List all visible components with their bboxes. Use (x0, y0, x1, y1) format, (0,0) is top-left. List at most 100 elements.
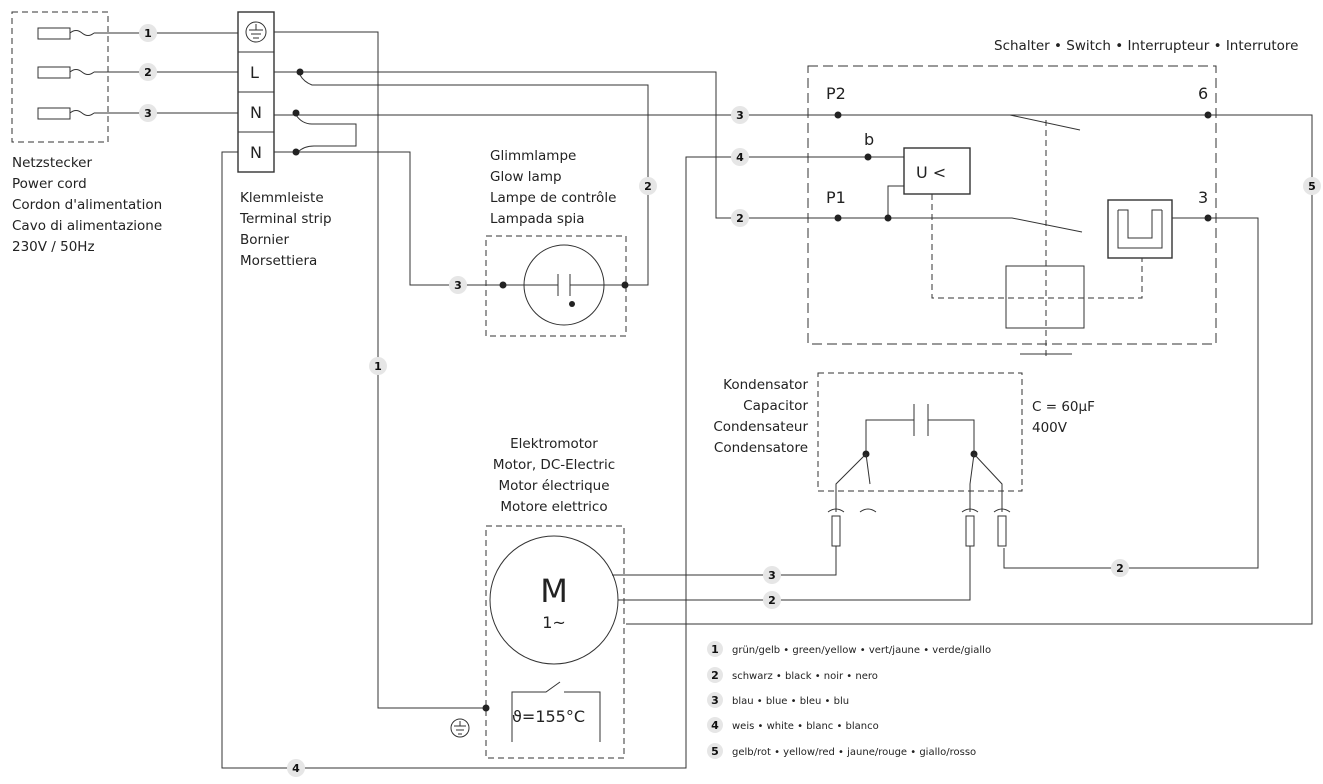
wire-badge-bottom4: 4 (287, 759, 305, 777)
capacitor-value: C = 60µF (1032, 399, 1095, 415)
wire-badge-vert1: 1 (369, 357, 387, 375)
glow-lamp-box (485, 235, 627, 337)
terminal-n1: N (250, 103, 262, 122)
svg-text:grün/gelb • green/yellow • ver: grün/gelb • green/yellow • vert/jaune • … (732, 645, 991, 656)
legend-item: 4 weis • white • blanc • blanco (707, 717, 879, 733)
svg-text:1: 1 (711, 643, 719, 656)
power-cord-rating: 230V / 50Hz (12, 239, 95, 255)
capacitor-label-de: Kondensator (723, 377, 808, 393)
svg-text:2: 2 (711, 669, 719, 682)
capacitor: Kondensator Capacitor Condensateur Conde… (713, 372, 1095, 547)
connector-3 (961, 508, 979, 547)
wire-badge-vert2: 2 (639, 177, 657, 195)
wire-yellow-red (626, 114, 1313, 625)
glow-lamp: Glimmlampe Glow lamp Lampe de contrôle L… (485, 148, 629, 337)
svg-text:1: 1 (374, 360, 382, 373)
switch-actuator (1005, 265, 1085, 329)
terminal-strip: L N N Klemmleiste Terminal strip Bornier… (237, 11, 332, 269)
terminal-l: L (250, 63, 259, 82)
undervoltage-relay-label: U < (916, 163, 946, 182)
terminal-strip-label-de: Klemmleiste (240, 190, 324, 206)
wire-out3-cap (1003, 217, 1259, 569)
power-cord-label-it: Cavo di alimentazione (12, 218, 162, 234)
legend-item: 3 blau • blue • bleu • blu (707, 692, 849, 708)
power-cord-box (11, 11, 109, 143)
wire-live-lamp (299, 74, 649, 286)
svg-text:2: 2 (1116, 562, 1124, 575)
switch-6-label: 6 (1198, 84, 1208, 103)
wire-badge-cap2: 2 (1111, 559, 1129, 577)
switch-title: Schalter • Switch • Interrupteur • Inter… (994, 38, 1299, 54)
thermal-cutout-icon (511, 681, 601, 742)
svg-text:4: 4 (736, 151, 744, 164)
terminal-strip-label-en: Terminal strip (239, 211, 332, 227)
terminal-n2: N (250, 143, 262, 162)
terminal-strip-label-it: Morsettiera (240, 253, 317, 269)
switch-p2-label: P2 (826, 84, 846, 103)
capacitor-label-fr: Condensateur (713, 419, 808, 435)
motor-label-it: Motore elettrico (500, 499, 607, 515)
power-cord-label-de: Netzstecker (12, 155, 92, 171)
svg-text:gelb/rot • yellow/red • jaune/: gelb/rot • yellow/red • jaune/rouge • gi… (732, 747, 976, 758)
motor-label-en: Motor, DC-Electric (493, 457, 615, 473)
wire-badge-right5: 5 (1303, 177, 1321, 195)
motor-phase: 1~ (542, 613, 566, 632)
plug-pin-1 (37, 27, 95, 40)
switch-p1-label: P1 (826, 188, 846, 207)
wire-badge-mot3: 3 (763, 566, 781, 584)
plug-pin-2 (37, 66, 95, 79)
svg-text:3: 3 (736, 109, 744, 122)
wire-badge-cord3: 3 (139, 104, 157, 122)
motor-label-fr: Motor électrique (498, 478, 609, 494)
wire-color-legend: 1 grün/gelb • green/yellow • vert/jaune … (707, 641, 991, 759)
capacitor-box (817, 372, 1023, 492)
glow-lamp-label-it: Lampada spia (490, 211, 585, 227)
wire-badge-sw3: 3 (731, 106, 749, 124)
svg-text:2: 2 (736, 212, 744, 225)
ground-icon (245, 21, 267, 43)
motor-label-de: Elektromotor (510, 436, 598, 452)
glow-lamp-label-de: Glimmlampe (490, 148, 576, 164)
wire-badge-sw4: 4 (731, 148, 749, 166)
glow-lamp-label-fr: Lampe de contrôle (490, 190, 616, 206)
capacitor-voltage: 400V (1032, 420, 1068, 436)
wire-neutral-jumper (295, 114, 357, 153)
legend-item: 2 schwarz • black • noir • nero (707, 667, 878, 683)
svg-text:3: 3 (768, 569, 776, 582)
wire-motor-cap-black (618, 546, 971, 601)
connector-4 (993, 508, 1011, 547)
svg-text:3: 3 (144, 107, 152, 120)
motor-ground-icon (450, 718, 470, 738)
wire-badge-mot2: 2 (763, 591, 781, 609)
legend-item: 5 gelb/rot • yellow/red • jaune/rouge • … (707, 743, 976, 759)
svg-text:3: 3 (454, 279, 462, 292)
switch-box (807, 65, 1217, 345)
undervoltage-relay (903, 147, 971, 195)
wire-badge-lamp3: 3 (449, 276, 467, 294)
capacitor-label-en: Capacitor (743, 398, 808, 414)
svg-text:2: 2 (144, 66, 152, 79)
connector-2 (859, 508, 877, 513)
svg-text:2: 2 (768, 594, 776, 607)
power-cord-label-fr: Cordon d'alimentation (12, 197, 162, 213)
switch: Schalter • Switch • Interrupteur • Inter… (807, 38, 1299, 356)
thermal-overload (1107, 199, 1173, 259)
motor: Elektromotor Motor, DC-Electric Motor él… (450, 436, 625, 759)
wire-white (221, 151, 868, 769)
motor-thermal-label: ϑ=155°C (512, 707, 585, 726)
connector-1 (827, 508, 845, 547)
legend-item: 1 grün/gelb • green/yellow • vert/jaune … (707, 641, 991, 657)
terminal-strip-label-fr: Bornier (240, 232, 289, 248)
wire-badge-sw2: 2 (731, 209, 749, 227)
svg-text:blau • blue • bleu • blu: blau • blue • bleu • blu (732, 696, 849, 707)
svg-text:3: 3 (711, 694, 719, 707)
motor-symbol: M (540, 572, 568, 610)
wire-badge-cord1: 1 (139, 24, 157, 42)
wire-badge-cord2: 2 (139, 63, 157, 81)
svg-text:1: 1 (144, 27, 152, 40)
glow-lamp-label-en: Glow lamp (490, 169, 562, 185)
power-cord: Netzstecker Power cord Cordon d'alimenta… (11, 11, 162, 255)
motor-icon (489, 535, 619, 665)
motor-box (485, 525, 625, 759)
